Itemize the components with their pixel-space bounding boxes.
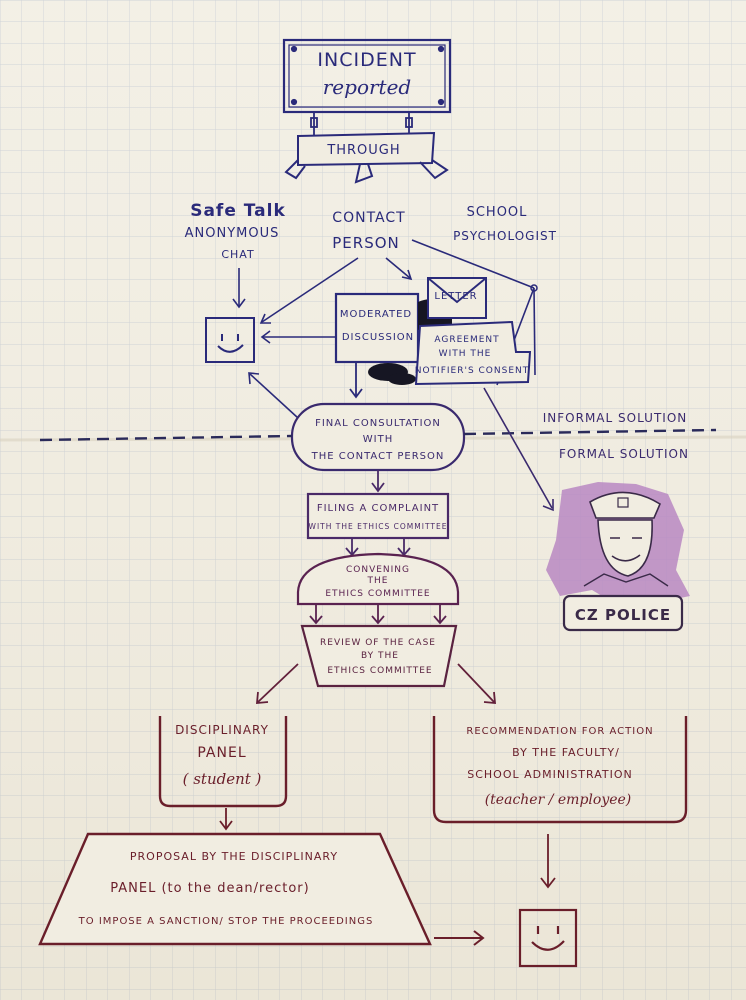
- psych-junction: [530, 284, 538, 292]
- agreement-line2: WITH THE: [439, 349, 492, 359]
- proposal-box: [38, 832, 432, 946]
- recommendation-line2: BY THE FACULTY/: [512, 746, 620, 759]
- formal-solution-label: FORMAL SOLUTION: [559, 447, 689, 461]
- arrow-panel-to-proposal: [219, 808, 233, 831]
- filing-complaint-line2: WITH THE ETHICS COMMITTEE: [309, 522, 448, 531]
- informal-solution-label: INFORMAL SOLUTION: [543, 411, 688, 425]
- disciplinary-panel-line2: PANEL: [197, 745, 246, 761]
- arrow-to-police: [483, 387, 554, 512]
- review-line1: REVIEW OF THE CASE: [320, 638, 436, 648]
- through-label: THROUGH: [326, 143, 400, 158]
- informal-formal-divider: [39, 428, 717, 442]
- proposal-line2: PANEL (to the dean/rector): [110, 881, 309, 896]
- convening-line2: THE: [367, 576, 389, 586]
- arrows-review-split: [256, 663, 496, 704]
- filing-complaint-line1: FILING A COMPLAINT: [317, 503, 439, 514]
- review-line2: BY THE: [361, 651, 399, 661]
- convening-box: [296, 552, 460, 606]
- moderated-discussion-line1: MODERATED: [340, 309, 412, 320]
- proposal-line1: PROPOSAL BY THE DISCIPLINARY: [130, 850, 338, 863]
- arrow-recommendation-to-smiley: [540, 834, 556, 889]
- recommendation-line3: SCHOOL ADMINISTRATION: [467, 768, 633, 781]
- convening-line1: CONVENING: [346, 565, 410, 575]
- arrow-discussion-to-smiley: [260, 330, 336, 344]
- sign-hooks: [310, 112, 413, 135]
- school-psychologist-line1: SCHOOL: [467, 205, 528, 220]
- final-consultation-line3: THE CONTACT PERSON: [311, 451, 445, 462]
- arrow-final-to-smiley: [248, 372, 299, 419]
- convening-line3: ETHICS COMMITTEE: [325, 589, 430, 599]
- police-illustration: [546, 482, 690, 632]
- through-banner: [284, 131, 449, 184]
- moderated-discussion-box: [334, 292, 420, 364]
- disciplinary-panel-line1: DISCIPLINARY: [175, 723, 269, 737]
- recommendation-box: [432, 716, 688, 824]
- safe-talk-title: Safe Talk: [190, 201, 286, 221]
- contact-person-line1: CONTACT: [332, 210, 405, 226]
- proposal-line3: TO IMPOSE A SANCTION/ STOP THE PROCEEDIN…: [78, 916, 374, 927]
- filing-complaint-box: [306, 492, 450, 540]
- letter-envelope: [427, 277, 487, 319]
- disciplinary-panel-box: [158, 716, 288, 808]
- agreement-line3: NOTIFIER'S CONSENT: [415, 366, 530, 376]
- agreement-line1: AGREEMENT: [434, 335, 499, 345]
- contact-person-line2: PERSON: [332, 234, 400, 252]
- school-psychologist-line2: PSYCHOLOGIST: [453, 229, 557, 243]
- arrows-convening-to-review: [309, 604, 447, 625]
- incident-title: INCIDENT: [317, 49, 416, 71]
- moderated-discussion-line2: DISCUSSION: [342, 332, 414, 343]
- letter-label: LETTER: [434, 291, 477, 302]
- recommendation-line4: (teacher / employee): [485, 792, 632, 808]
- final-consultation-line1: FINAL CONSULTATION: [315, 418, 441, 429]
- review-line3: ETHICS COMMITTEE: [327, 666, 432, 676]
- final-consultation-line2: WITH: [363, 434, 393, 445]
- recommendation-line1: RECOMMENDATION FOR ACTION: [466, 726, 653, 737]
- arrow-safe-talk-to-smiley: [232, 268, 246, 309]
- result-smiley-icon: [518, 908, 578, 968]
- arrow-proposal-to-smiley: [434, 930, 485, 946]
- safe-talk-chat: CHAT: [221, 248, 254, 261]
- arrow-discussion-to-final: [349, 362, 363, 399]
- agreement-box: [414, 320, 532, 386]
- disciplinary-panel-line3: ( student ): [183, 770, 262, 788]
- incident-sign: [282, 38, 452, 114]
- safe-talk-anonymous: ANONYMOUS: [185, 226, 280, 241]
- incident-subtitle: reported: [323, 75, 411, 99]
- police-label: CZ POLICE: [575, 606, 671, 624]
- review-box: [300, 624, 458, 688]
- smiley-icon: [205, 317, 255, 363]
- arrow-final-to-filing: [371, 470, 385, 493]
